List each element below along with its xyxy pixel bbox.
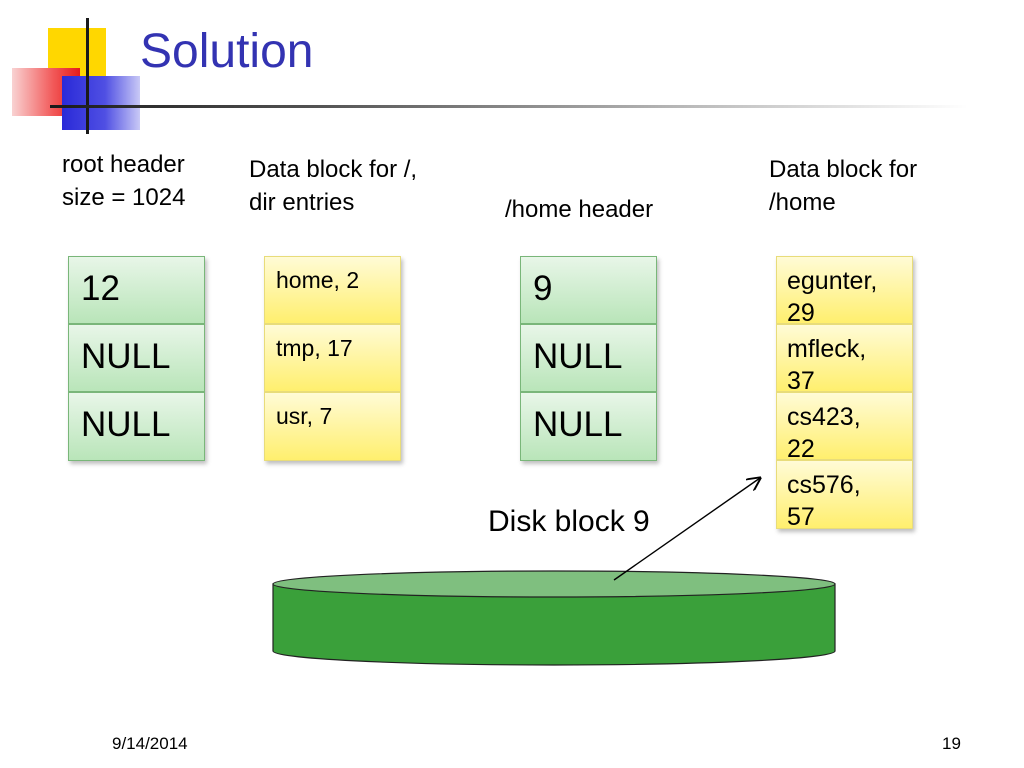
logo-vertical-line: [86, 18, 89, 134]
home-data-cell: cs576, 57: [776, 460, 913, 531]
root-header-cell: NULL: [68, 392, 205, 461]
root-data-cell: usr, 7: [264, 392, 401, 461]
logo-blue-square: [62, 76, 140, 130]
slide-title: Solution: [140, 25, 314, 78]
home-data-cell: mfleck, 37: [776, 324, 913, 395]
root-header-label: root header size = 1024: [62, 151, 186, 211]
home-header-cell: NULL: [520, 324, 657, 392]
disk-block-label: Disk block 9: [488, 505, 650, 538]
slide-number: 19: [942, 734, 961, 753]
root-header-cell: NULL: [68, 324, 205, 392]
home-header-block: 9 NULL NULL: [520, 256, 657, 461]
home-data-block: egunter, 29 mfleck, 37 cs423, 22 cs576, …: [776, 256, 913, 531]
home-header-label: /home header: [505, 196, 654, 223]
root-data-cell: tmp, 17: [264, 324, 401, 392]
root-data-cell: home, 2: [264, 256, 401, 324]
root-header-cell: 12: [68, 256, 205, 324]
root-data-block: home, 2 tmp, 17 usr, 7: [264, 256, 401, 461]
home-data-cell: egunter, 29: [776, 256, 913, 327]
home-header-cell: NULL: [520, 392, 657, 461]
title-underline: [50, 105, 968, 108]
pointer-arrow: [613, 478, 760, 581]
slide-date: 9/14/2014: [112, 734, 188, 753]
home-data-label: Data block for /home: [769, 156, 918, 216]
disk-icon: [272, 570, 836, 666]
root-header-block: 12 NULL NULL: [68, 256, 205, 461]
home-data-cell: cs423, 22: [776, 392, 913, 463]
home-header-cell: 9: [520, 256, 657, 324]
root-data-label: Data block for /, dir entries: [249, 156, 418, 216]
